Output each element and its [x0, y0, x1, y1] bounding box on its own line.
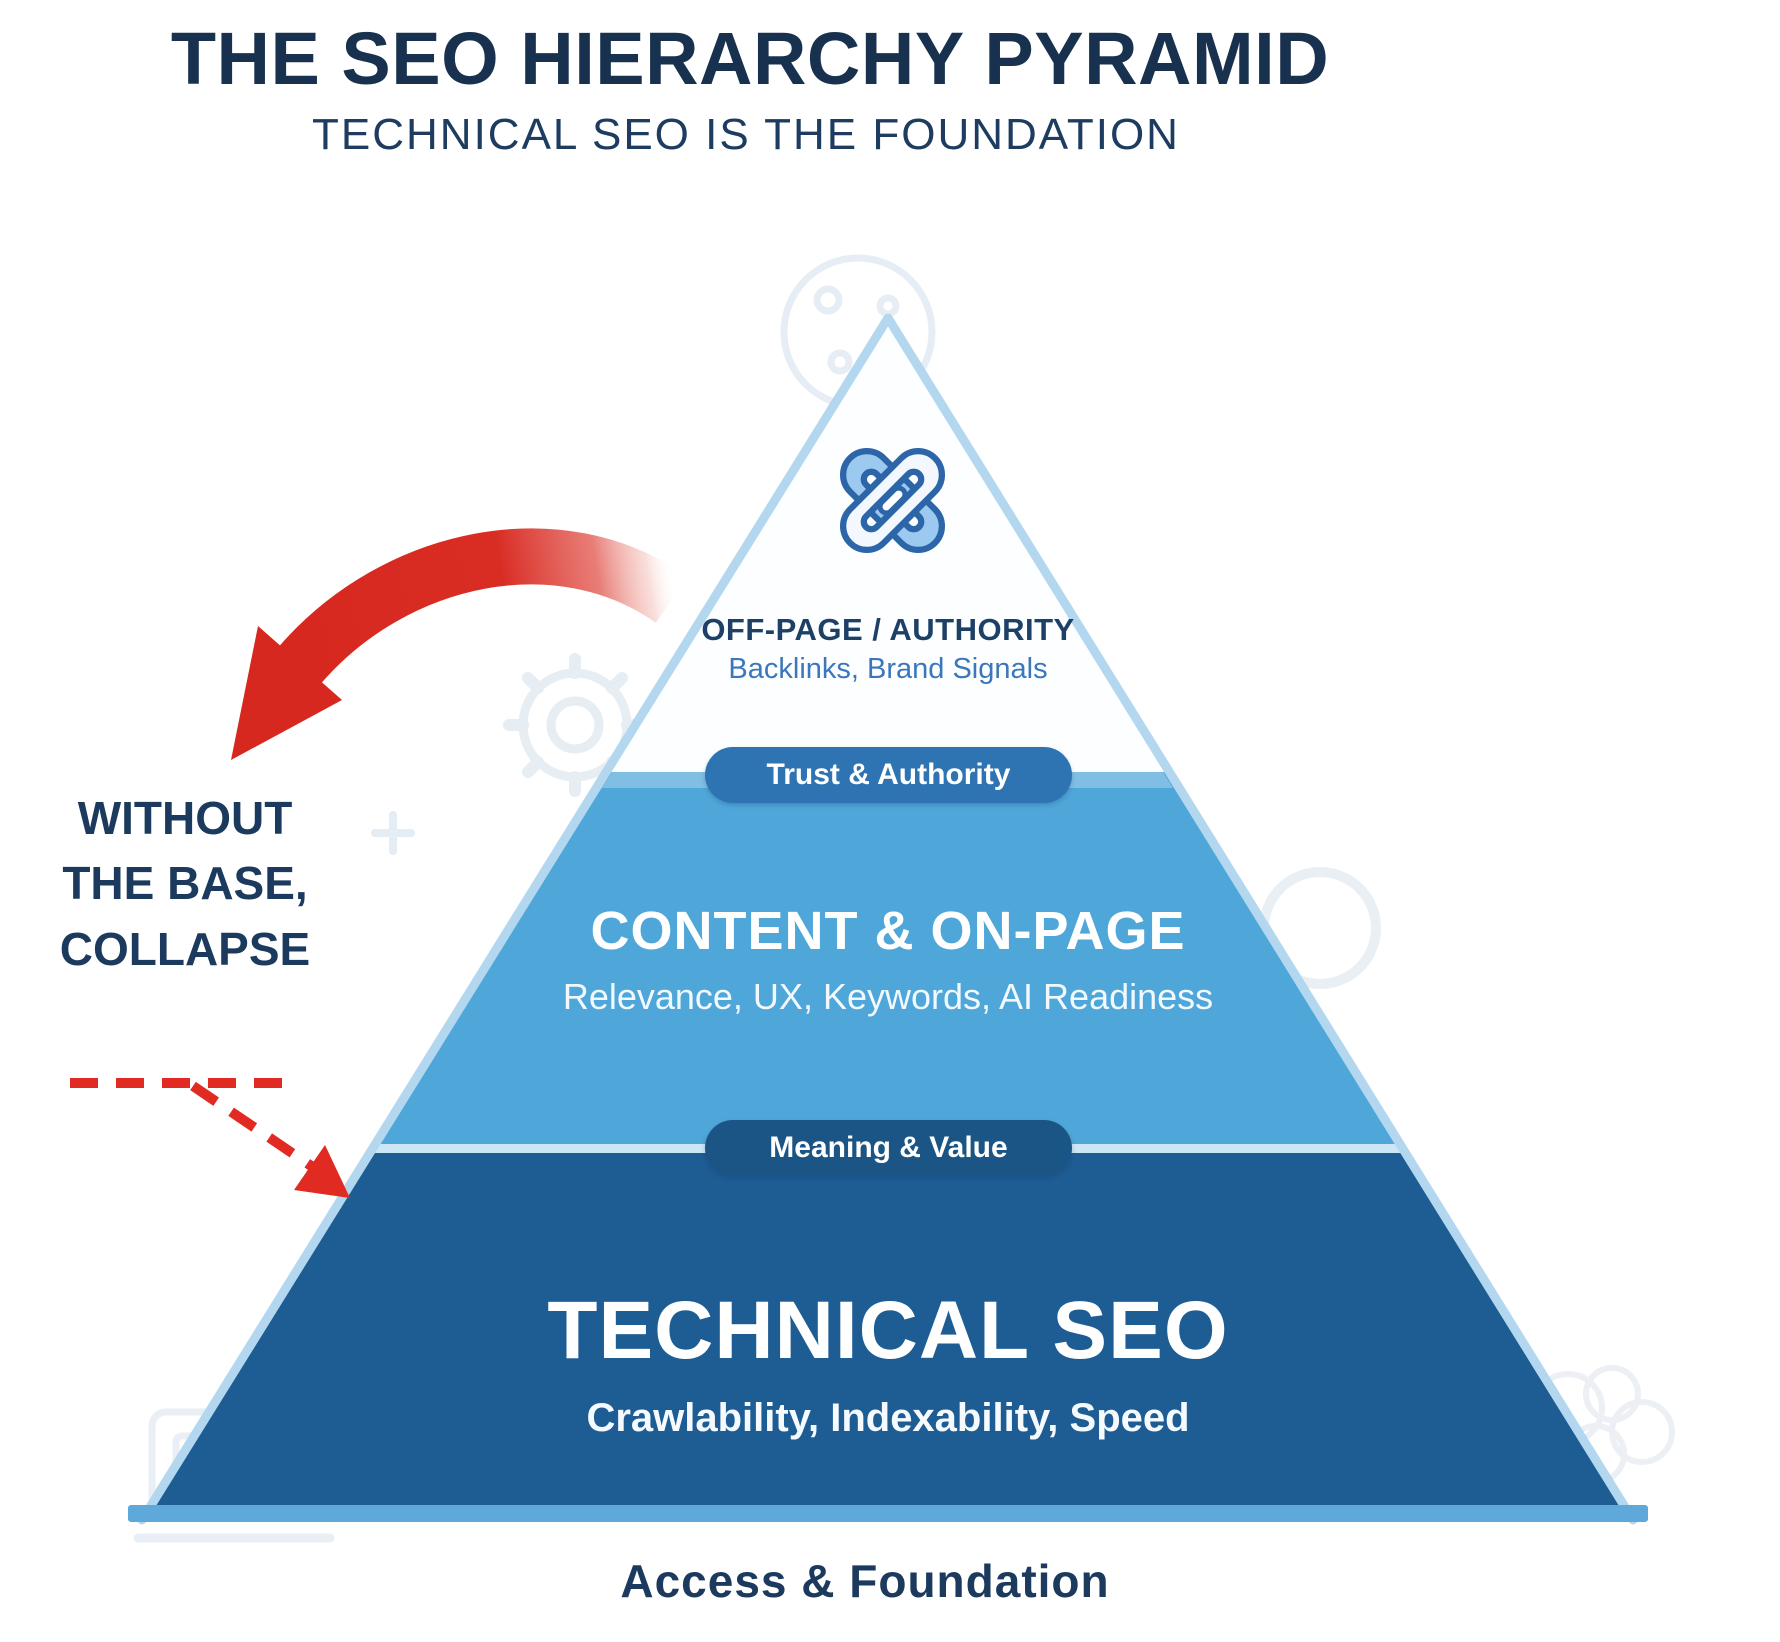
pyramid-border — [137, 313, 1638, 1525]
divider-pill-meaning-value: Meaning & Value — [705, 1120, 1072, 1176]
collapse-warning-line-2: THE BASE, — [62, 857, 308, 910]
chain-link-front — [840, 448, 945, 553]
tier-top-sublabel: Backlinks, Brand Signals — [728, 653, 1048, 685]
tier-middle-shape — [373, 772, 1403, 1148]
tier-bottom-sublabel: Crawlability, Indexability, Speed — [586, 1396, 1190, 1440]
curved-arrow-ribbon — [278, 528, 689, 684]
tier-bottom-shape — [142, 1148, 1633, 1520]
collapse-warning-text: WITHOUT THE BASE, COLLAPSE — [35, 786, 335, 982]
pyramid-base-bar — [128, 1505, 1648, 1522]
chain-link-icon — [840, 448, 945, 553]
pyramid-base-label: Access & Foundation — [620, 1555, 1110, 1607]
tier-middle-sublabel: Relevance, UX, Keywords, AI Readiness — [562, 976, 1214, 1017]
divider-pill-trust-authority: Trust & Authority — [705, 747, 1072, 803]
chain-link-center — [877, 485, 908, 516]
curved-arrow-head — [231, 626, 342, 760]
dashed-red-arrow-icon — [70, 1078, 335, 1185]
tier-middle-label: CONTENT & ON-PAGE — [590, 901, 1186, 961]
tier-bottom-label: TECHNICAL SEO — [547, 1285, 1229, 1376]
collapse-warning-line-1: WITHOUT — [77, 792, 293, 844]
tier-top-label: OFF-PAGE / AUTHORITY — [701, 612, 1075, 647]
page-subtitle: TECHNICAL SEO IS THE FOUNDATION — [312, 110, 1180, 159]
curved-red-arrow-icon — [231, 528, 689, 760]
sparkle-icon — [371, 811, 415, 855]
collapse-warning-line-3: COLLAPSE — [59, 922, 311, 975]
dashed-line-diagonal — [190, 1081, 335, 1185]
pyramid — [128, 313, 1648, 1525]
dashed-arrow-head — [294, 1145, 350, 1198]
page-title: THE SEO HIERARCHY PYRAMID — [170, 17, 1330, 100]
